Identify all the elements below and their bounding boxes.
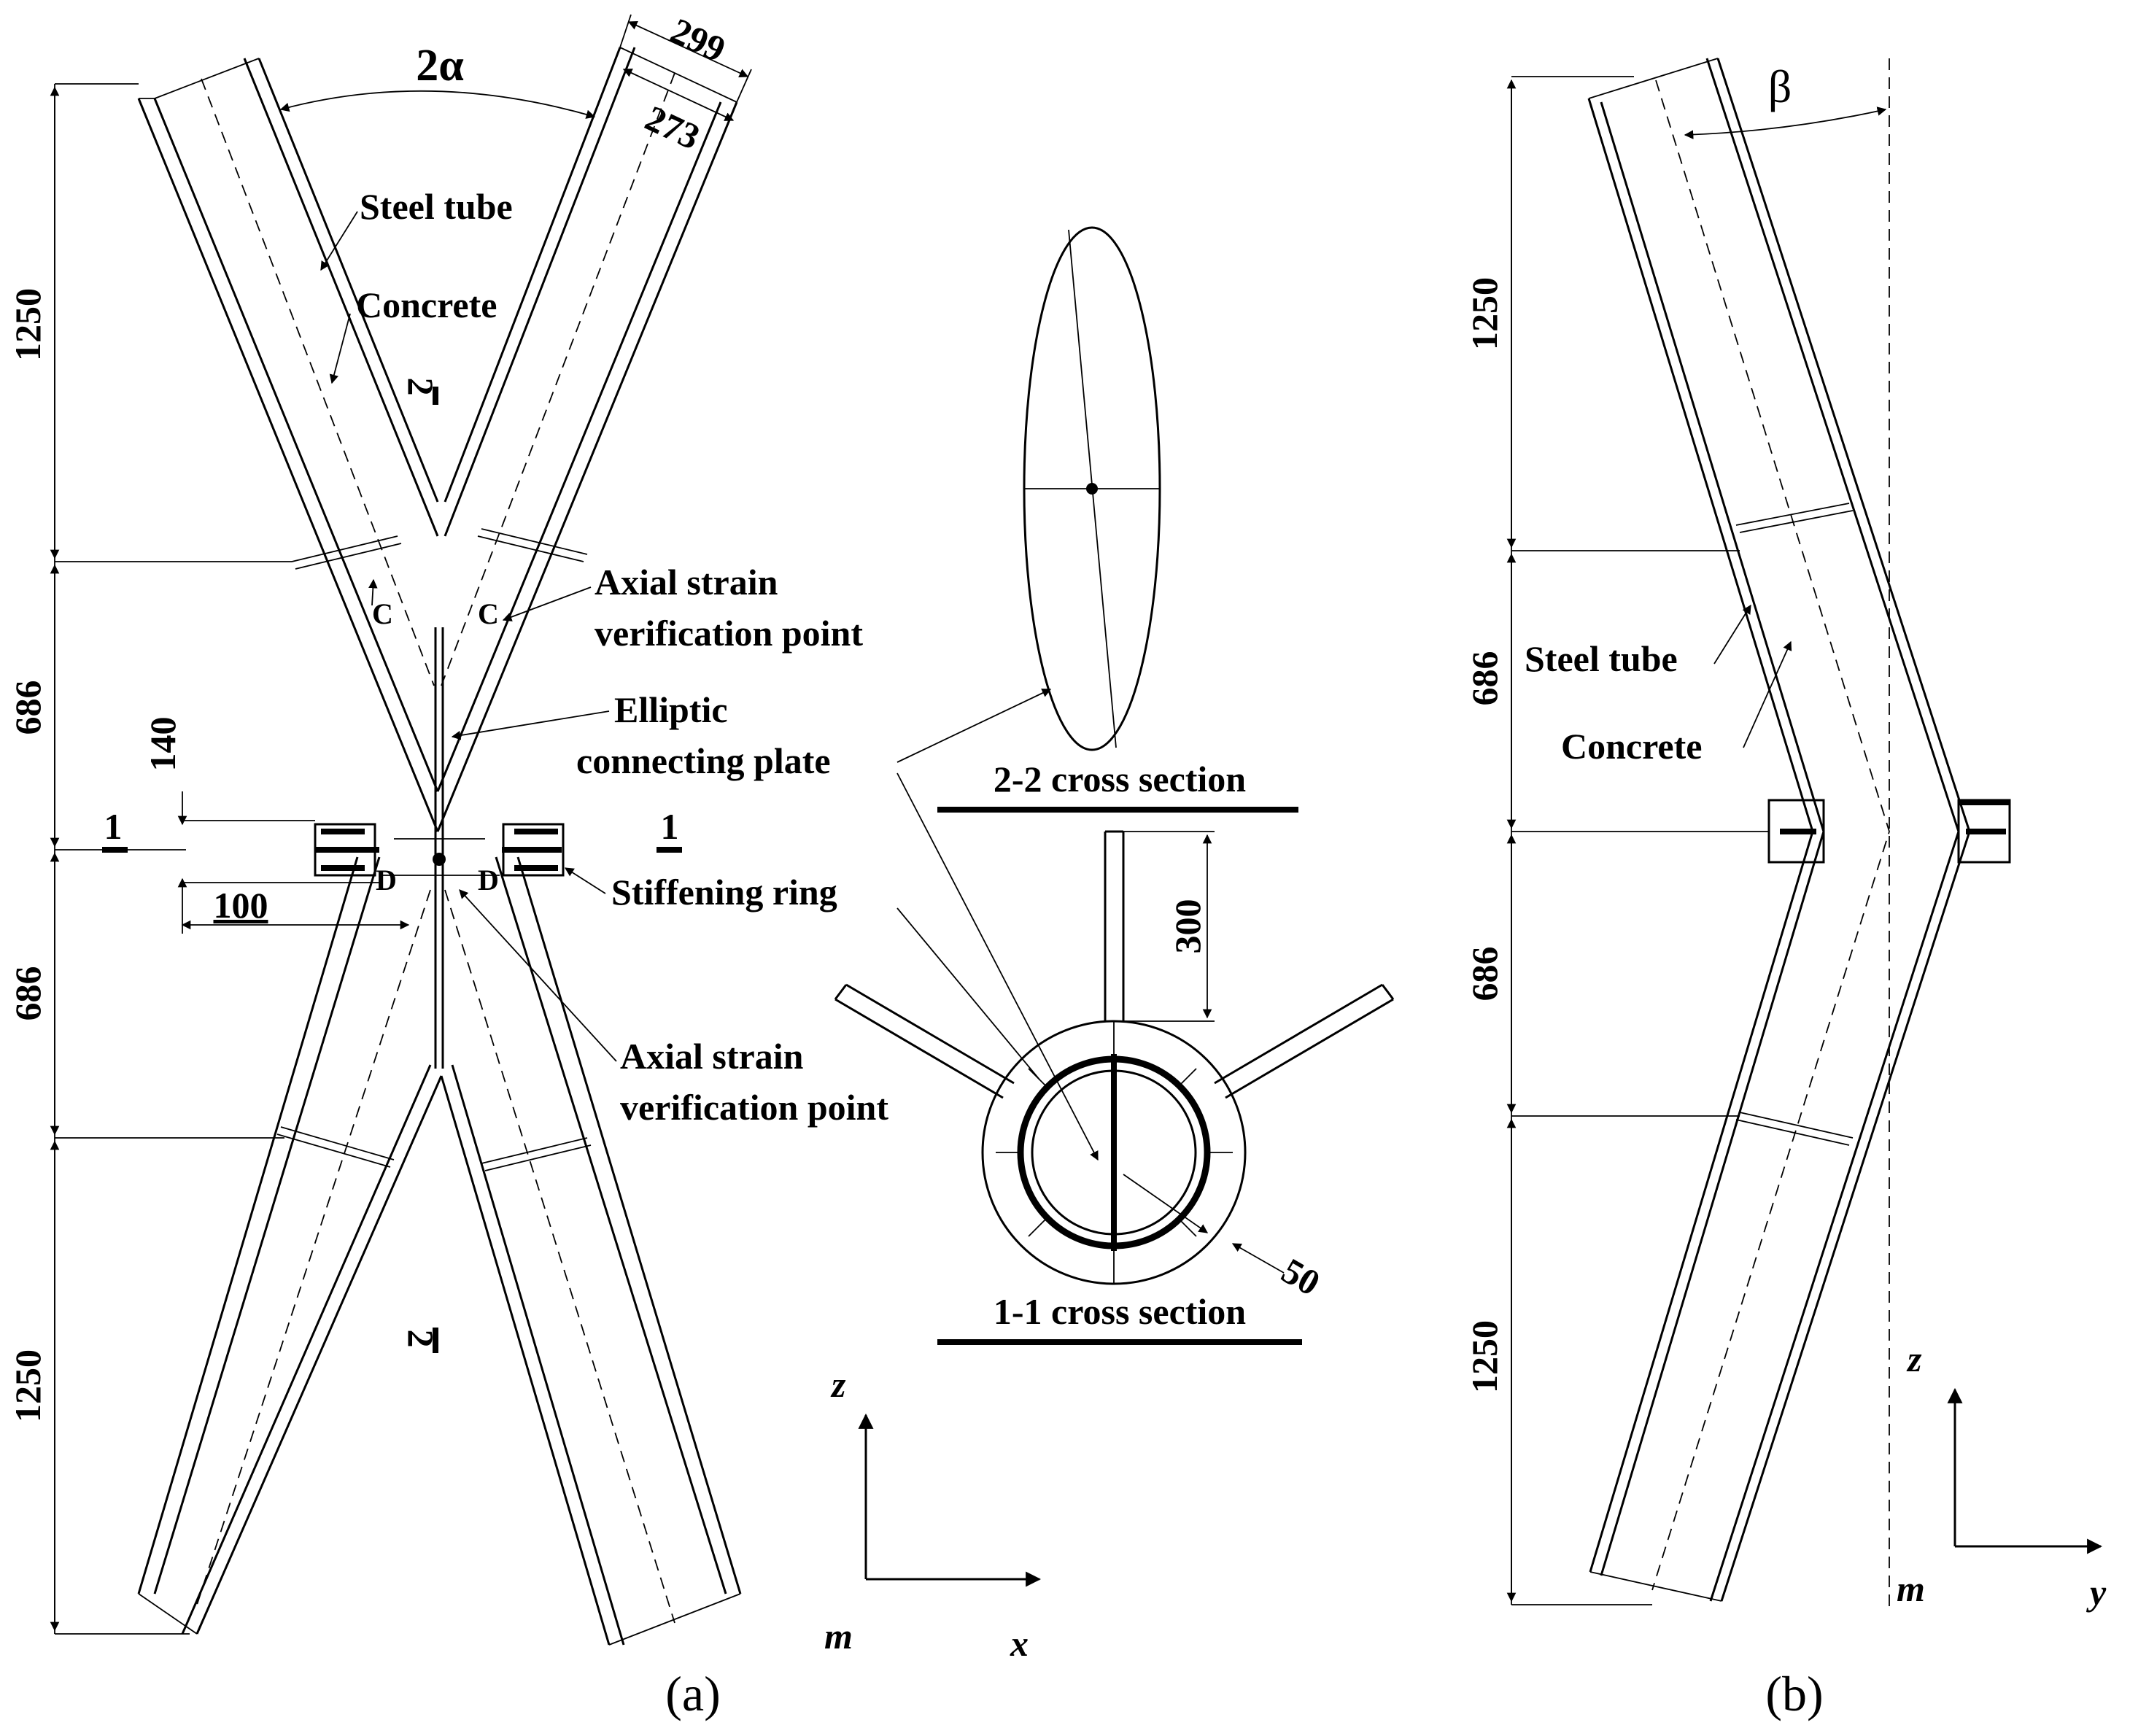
svg-text:299: 299 — [665, 9, 732, 69]
svg-text:2α: 2α — [416, 41, 464, 90]
caption-a: (a) — [665, 1666, 720, 1721]
vertical-dimension-chain-b: 1250 686 686 1250 — [1464, 76, 1769, 1605]
svg-text:m: m — [1897, 1568, 1925, 1609]
callout-steel-tube: Steel tube — [320, 186, 513, 271]
svg-text:50: 50 — [1275, 1250, 1327, 1303]
angle-beta: β — [1684, 61, 1887, 139]
caption-b: (b) — [1765, 1666, 1823, 1721]
stiffening-ring-left — [314, 823, 379, 877]
svg-text:300: 300 — [1167, 899, 1208, 954]
svg-text:y: y — [2086, 1572, 2107, 1613]
svg-text:z: z — [1906, 1338, 1922, 1379]
section-1-1: 300 50 1-1 cross section — [834, 830, 1395, 1345]
section-2-2: 2-2 cross section — [937, 226, 1298, 813]
svg-text:Concrete: Concrete — [356, 284, 497, 325]
axes-a: z x m — [824, 1364, 1042, 1664]
svg-text:1250: 1250 — [1464, 277, 1505, 350]
angle-2alpha: 2α — [279, 41, 596, 119]
svg-text:Steel tube: Steel tube — [360, 186, 513, 227]
callout-concrete: Concrete — [329, 284, 497, 384]
svg-text:connecting plate: connecting plate — [576, 740, 831, 781]
svg-text:z: z — [830, 1364, 846, 1405]
svg-text:Stiffening ring: Stiffening ring — [611, 872, 837, 912]
svg-text:β: β — [1768, 61, 1792, 112]
svg-text:1: 1 — [661, 806, 679, 847]
section-mark-1-right: 1 — [657, 806, 682, 853]
svg-text:Concrete: Concrete — [1561, 726, 1702, 767]
point-labels: C C D D — [368, 578, 499, 896]
svg-text:Steel tube: Steel tube — [1525, 638, 1678, 679]
upper-left-tube — [137, 58, 439, 832]
svg-text:Axial strain: Axial strain — [595, 562, 778, 602]
svg-text:1: 1 — [104, 806, 123, 847]
callout-concrete-b: Concrete — [1561, 640, 1792, 767]
svg-text:D: D — [376, 864, 397, 896]
svg-text:m: m — [824, 1616, 853, 1656]
panel-b: 1250 686 686 1250 β Steel tube Concrete … — [1464, 58, 2107, 1721]
diameter-dims: 299 273 — [619, 9, 752, 158]
callout-axial-point-lower: Axial strain verification point — [459, 889, 888, 1128]
axes-b: z y m — [1897, 1338, 2107, 1613]
svg-text:2: 2 — [400, 378, 441, 396]
section-mark-2-top: 2 — [400, 378, 441, 405]
lower-right-tube — [440, 856, 742, 1646]
callout-stiffening-ring: Stiffening ring — [564, 867, 1040, 1080]
dim-100: 100 — [181, 885, 410, 930]
stiffening-ring-right — [502, 823, 565, 877]
lower-left-tube — [137, 856, 443, 1635]
svg-text:C: C — [478, 597, 499, 630]
callout-axial-point-upper: Axial strain verification point — [502, 562, 863, 654]
svg-text:100: 100 — [214, 885, 268, 926]
svg-text:x: x — [1010, 1623, 1029, 1664]
svg-text:686: 686 — [7, 681, 48, 735]
callout-elliptic-plate: Elliptic connecting plate — [451, 689, 1099, 1161]
elliptic-plate — [379, 627, 500, 1069]
svg-text:2-2 cross section: 2-2 cross section — [994, 759, 1246, 799]
svg-text:1250: 1250 — [1464, 1320, 1505, 1393]
svg-text:1-1 cross section: 1-1 cross section — [994, 1291, 1246, 1332]
svg-text:C: C — [372, 597, 393, 630]
svg-text:2: 2 — [400, 1330, 441, 1348]
svg-text:273: 273 — [639, 97, 706, 157]
dim-140: 140 — [142, 717, 379, 934]
vertical-dimension-chain-a: 1250 686 686 1250 — [7, 83, 292, 1635]
section-mark-2-bottom: 2 — [400, 1328, 441, 1353]
svg-text:1250: 1250 — [7, 288, 48, 361]
panel-a: 1 1 2 2 1250 686 686 1250 — [7, 9, 1099, 1721]
svg-text:686: 686 — [7, 966, 48, 1021]
svg-text:686: 686 — [1464, 651, 1505, 706]
section-mark-1-left: 1 — [102, 806, 128, 853]
svg-text:D: D — [478, 864, 499, 896]
svg-text:Axial strain: Axial strain — [620, 1036, 804, 1077]
svg-text:140: 140 — [142, 717, 183, 772]
svg-text:686: 686 — [1464, 947, 1505, 1001]
svg-text:1250: 1250 — [7, 1349, 48, 1422]
svg-text:verification point: verification point — [620, 1087, 888, 1128]
svg-text:Elliptic: Elliptic — [614, 689, 728, 730]
svg-text:verification point: verification point — [595, 613, 863, 654]
callout-steel-tube-b: Steel tube — [1525, 604, 1751, 679]
